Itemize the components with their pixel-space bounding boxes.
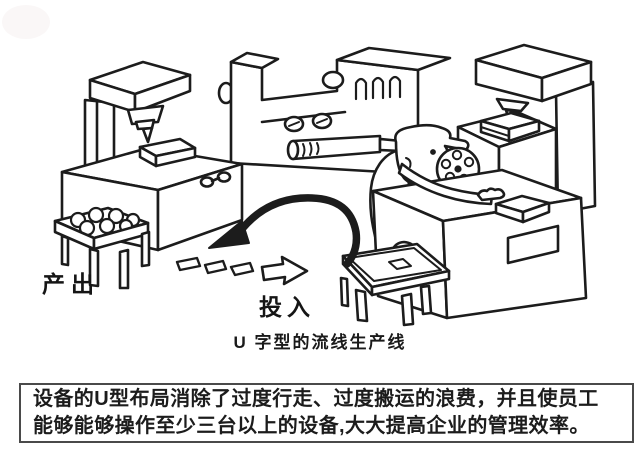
output-label: 产出 [42, 271, 100, 297]
finished-parts [69, 206, 141, 237]
description-line-2: 能够能够操作至少三台以上的设备,大大提高企业的管理效率。 [33, 415, 590, 437]
worker-eye-icon [430, 149, 436, 155]
lathe-top-knob-icon [321, 70, 345, 90]
vent-slits-icon [354, 75, 402, 101]
output-parts-table [53, 206, 151, 290]
dashed-flow-path [175, 256, 255, 277]
worker-hand [476, 187, 506, 202]
mill-spindle-icon [126, 104, 165, 144]
mill-workpiece [138, 137, 197, 168]
station-workpiece [494, 194, 551, 224]
description-box: 设备的U型布局消除了过度行走、过度搬运的浪费，并且使员工 能够能够操作至少三台以… [19, 383, 634, 443]
input-label: 投入 [259, 294, 315, 320]
u-flow-arrow [208, 194, 361, 268]
description-line-1: 设备的U型布局消除了过度行走、过度搬运的浪费，并且使员工 [33, 388, 599, 410]
paper-smudge [2, 5, 50, 39]
lathe-machine [217, 46, 452, 176]
machine-slot [506, 224, 560, 265]
machine-knobs-icon [199, 171, 232, 188]
press-workpiece [479, 111, 541, 143]
worker-arm [397, 162, 506, 206]
raw-part [388, 258, 412, 270]
worker-ear-icon [405, 157, 412, 168]
figure-caption: U 字型的流线生产线 [233, 333, 407, 352]
input-direction-arrow-icon [260, 255, 309, 286]
